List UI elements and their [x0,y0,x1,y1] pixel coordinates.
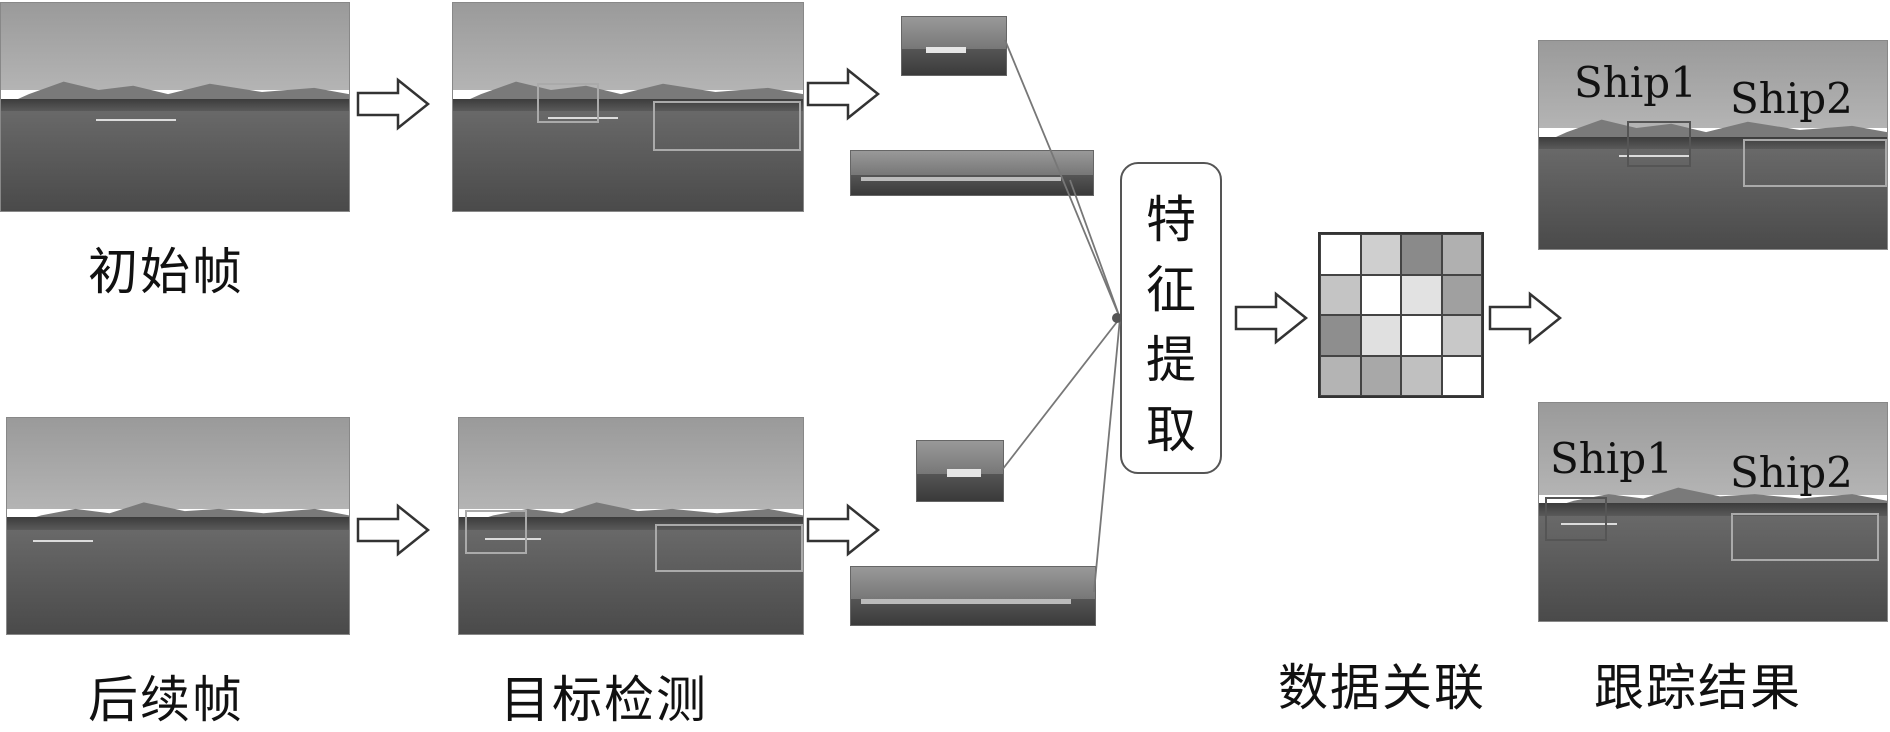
arrow-right-icon [1236,294,1306,342]
connector-lines [1002,40,1120,592]
arrow-right-icon [808,70,878,118]
arrow-right-icon [1490,294,1560,342]
arrow-right-icon [358,506,428,554]
junction-dot [1112,313,1122,323]
arrow-right-icon [808,506,878,554]
arrow-right-icon [358,80,428,128]
